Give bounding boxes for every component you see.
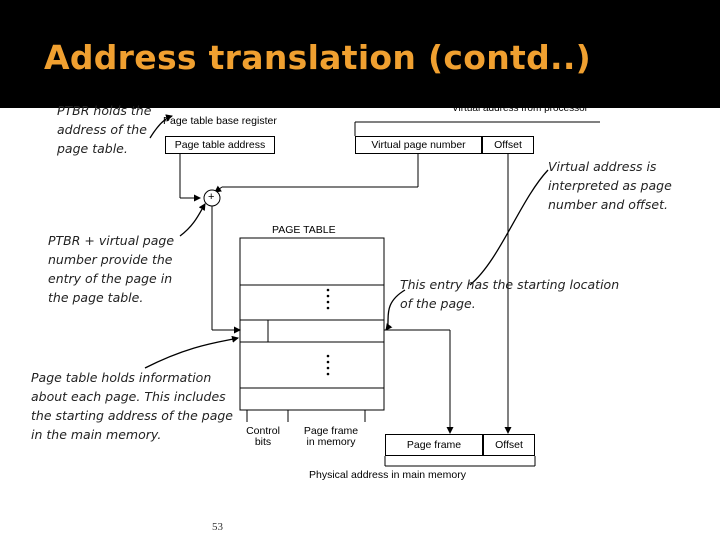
ellipsis-dot bbox=[326, 366, 330, 370]
physical-address-label: Physical address in main memory bbox=[309, 469, 466, 481]
physical-offset-label: Offset bbox=[495, 439, 523, 451]
ellipsis-dot bbox=[326, 360, 330, 364]
page-frame-in-memory-label: Page frame in memory bbox=[303, 425, 359, 448]
page-table-box bbox=[239, 237, 385, 411]
control-bits-label: Control bits bbox=[246, 425, 280, 448]
ellipsis-dot bbox=[326, 300, 330, 304]
annot-pt-arrow bbox=[144, 335, 239, 369]
annot-adder-arrow bbox=[179, 203, 206, 237]
virtual-page-number-box: Virtual page number bbox=[355, 136, 482, 154]
annotation-page-table-holds: Page table holds information about each … bbox=[31, 370, 233, 442]
annot-offset-line bbox=[469, 169, 549, 286]
ellipsis-dot bbox=[326, 294, 330, 298]
title-band bbox=[0, 0, 720, 108]
offset-label: Offset bbox=[494, 139, 522, 151]
annotation-virtual-address: Virtual address is interpreted as page n… bbox=[548, 159, 672, 212]
ellipsis-dot bbox=[326, 306, 330, 310]
page-frame-label: Page frame bbox=[406, 439, 462, 451]
ellipsis-dot bbox=[326, 288, 330, 292]
page-table-address-box: Page table address bbox=[165, 136, 275, 154]
annot-ptbr-arrow bbox=[149, 114, 173, 139]
annot-entry-arrow bbox=[385, 289, 406, 331]
adder-symbol: + bbox=[208, 191, 215, 203]
page-table-address-label: Page table address bbox=[174, 139, 266, 151]
virtual-page-number-label: Virtual page number bbox=[371, 139, 466, 151]
ptbr-label: Page table base register bbox=[163, 115, 277, 127]
virtual-address-label: Virtual address from processor bbox=[452, 103, 588, 114]
ellipsis-dot bbox=[326, 354, 330, 358]
annotation-entry-location: This entry has the starting location of … bbox=[400, 277, 620, 311]
page-table-label: PAGE TABLE bbox=[272, 224, 336, 236]
slide-title: Address translation (contd..) bbox=[44, 38, 592, 77]
ellipsis-dot bbox=[326, 372, 330, 376]
slide-number: 53 bbox=[212, 521, 223, 533]
page-frame-box: Page frame bbox=[385, 434, 483, 456]
physical-offset-box: Offset bbox=[483, 434, 535, 456]
annotation-ptbr-holds: PTBR holds the address of the page table… bbox=[57, 103, 152, 156]
annotation-ptbr-plus-vpn: PTBR + virtual page number provide the e… bbox=[48, 233, 175, 305]
offset-box: Offset bbox=[482, 136, 534, 154]
